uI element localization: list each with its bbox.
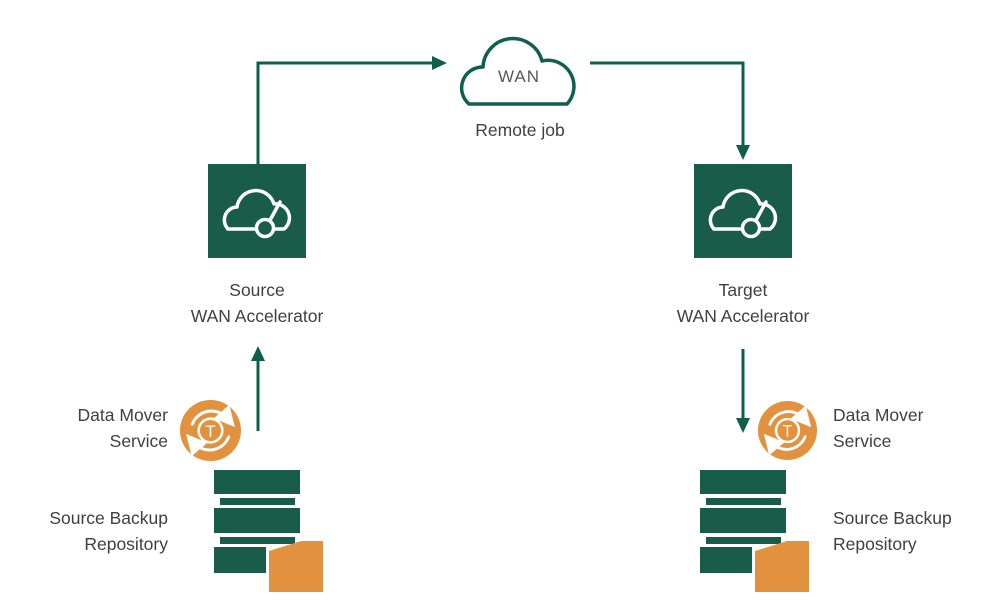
target-accelerator-line1: Target xyxy=(718,280,768,300)
arrow-wan-to-target xyxy=(590,61,750,160)
target-wan-accelerator xyxy=(694,164,792,258)
right-data-mover-line1: Data Mover xyxy=(833,405,924,425)
right-data-mover-service: T xyxy=(757,400,818,461)
source-wan-accelerator-label: Source WAN Accelerator xyxy=(157,277,357,329)
left-repository-line1: Source Backup xyxy=(49,508,168,528)
wan-accelerator-icon xyxy=(222,188,292,239)
mover-letter: T xyxy=(783,423,793,441)
gauge-needle xyxy=(267,200,282,224)
left-data-mover-label: Data Mover Service xyxy=(0,402,168,454)
source-accelerator-line1: Source xyxy=(229,280,285,300)
right-repository-line1: Source Backup xyxy=(833,508,952,528)
left-repository-label: Source Backup Repository xyxy=(0,505,168,557)
target-wan-accelerator-label: Target WAN Accelerator xyxy=(643,277,843,329)
left-backup-repository xyxy=(212,466,328,596)
right-data-mover-label: Data Mover Service xyxy=(833,402,1000,454)
source-wan-accelerator xyxy=(208,164,306,258)
data-mover-sync-icon: T xyxy=(179,399,242,462)
folder-icon xyxy=(755,541,809,592)
arrow-source-to-wan xyxy=(256,56,447,164)
left-data-mover-line1: Data Mover xyxy=(77,405,168,425)
source-accelerator-line2: WAN Accelerator xyxy=(190,306,324,326)
backup-repository-icon xyxy=(700,470,809,592)
right-backup-repository xyxy=(698,466,814,596)
gauge-needle xyxy=(753,200,768,224)
remote-job-label: Remote job xyxy=(475,120,565,140)
right-data-mover-line2: Service xyxy=(833,431,892,451)
backup-repository-icon xyxy=(214,470,323,592)
right-repository-line2: Repository xyxy=(833,534,917,554)
wan-cloud-icon xyxy=(459,36,576,106)
mover-letter: T xyxy=(205,422,215,441)
wan-cloud-label: WAN xyxy=(497,67,541,86)
left-data-mover-line2: Service xyxy=(109,431,168,451)
folder-icon xyxy=(269,541,323,592)
left-repository-line2: Repository xyxy=(84,534,168,554)
wan-accelerator-icon xyxy=(708,188,778,239)
right-repository-label: Source Backup Repository xyxy=(833,505,1000,557)
arrow-target-to-repository xyxy=(736,349,750,433)
target-accelerator-line2: WAN Accelerator xyxy=(676,306,810,326)
left-data-mover-service: T xyxy=(179,399,242,462)
gauge-hub xyxy=(740,217,762,239)
data-mover-sync-icon: T xyxy=(757,400,818,461)
gauge-hub xyxy=(254,217,276,239)
arrow-repository-to-source xyxy=(251,346,265,431)
wan-cloud: WAN xyxy=(445,20,593,110)
